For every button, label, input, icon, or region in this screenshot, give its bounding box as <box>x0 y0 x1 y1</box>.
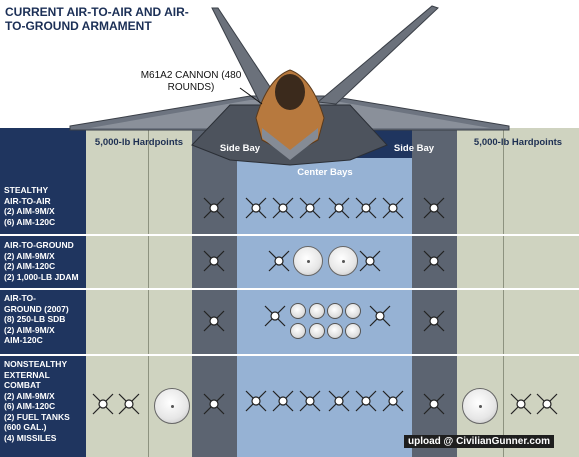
row-label-line: AIR-TO-GROUND <box>4 240 74 250</box>
row-label-line: (6) AIM-120C <box>4 216 56 227</box>
row-label-line: (2) AIM-9M/X <box>4 324 55 335</box>
header-side-bay-right: Side Bay <box>393 143 435 154</box>
missile-icon <box>299 390 321 412</box>
missile-icon <box>118 393 140 415</box>
row-label-line: AIR-TO-AIR <box>4 195 51 206</box>
row-label-line: (8) 250-LB SDB <box>4 314 66 324</box>
right-hardpoint-divider <box>503 128 504 457</box>
row-label-line: (2) 1,000-LB JDAM <box>4 271 79 282</box>
missile-icon <box>423 250 445 272</box>
fuel-tank-icon <box>154 388 190 424</box>
header-side-bay-left: Side Bay <box>219 143 261 154</box>
row-label-nonstealthy-external-combat: NONSTEALTHY EXTERNAL COMBAT (2) AIM-9M/X… <box>4 359 86 443</box>
header-center-bays: Center Bays <box>297 167 353 178</box>
missile-icon <box>268 250 290 272</box>
page-title: CURRENT AIR-TO-AIR AND AIR-TO-GROUND ARM… <box>5 5 189 33</box>
missile-icon <box>423 310 445 332</box>
missile-icon <box>203 310 225 332</box>
row-label-line: COMBAT <box>4 380 41 390</box>
row-label-line: STEALTHY <box>4 185 49 195</box>
row-label-line: NONSTEALTHY <box>4 359 68 369</box>
missile-icon <box>272 390 294 412</box>
missile-icon <box>536 393 558 415</box>
upload-watermark: upload @ CivilianGunner.com <box>404 435 554 448</box>
missile-icon <box>264 305 286 327</box>
cannon-label: M61A2 CANNON (480 ROUNDS) <box>140 70 242 93</box>
row-label-line: (2) FUEL TANKS <box>4 411 70 422</box>
sdb-bomb-icon <box>290 323 306 339</box>
missile-icon <box>299 197 321 219</box>
missile-icon <box>203 250 225 272</box>
jdam-bomb-icon <box>328 246 358 276</box>
row-label-line: AIR-TO- <box>4 293 36 303</box>
missile-icon <box>203 197 225 219</box>
row-label-line: (2) AIM-9M/X <box>4 250 55 261</box>
missile-icon <box>328 197 350 219</box>
row-label-air-to-ground-2007: AIR-TO- GROUND (2007) (8) 250-LB SDB (2)… <box>4 293 86 346</box>
left-panel-navy <box>0 128 86 457</box>
jdam-bomb-icon <box>293 246 323 276</box>
row-label-line: (2) AIM-120C <box>4 261 56 271</box>
missile-icon <box>203 393 225 415</box>
missile-icon <box>92 393 114 415</box>
row-label-air-to-ground: AIR-TO-GROUND (2) AIM-9M/X (2) AIM-120C … <box>4 240 86 282</box>
sdb-bomb-icon <box>309 323 325 339</box>
missile-icon <box>359 250 381 272</box>
missile-icon <box>382 390 404 412</box>
missile-icon <box>245 197 267 219</box>
header-hardpoints-left: 5,000-lb Hardpoints <box>94 137 184 148</box>
missile-icon <box>369 305 391 327</box>
row-separator-2 <box>0 288 579 290</box>
left-hardpoint-divider <box>148 128 149 457</box>
header-hardpoints-right: 5,000-lb Hardpoints <box>473 137 563 148</box>
missile-icon <box>423 393 445 415</box>
row-label-stealthy-air-to-air: STEALTHY AIR-TO-AIR (2) AIM-9M/X (6) AIM… <box>4 185 86 227</box>
sdb-bomb-icon <box>345 303 361 319</box>
missile-icon <box>382 197 404 219</box>
row-label-line: (2) AIM-9M/X <box>4 206 55 216</box>
missile-icon <box>355 197 377 219</box>
sdb-bomb-icon <box>327 303 343 319</box>
row-label-line: EXTERNAL <box>4 369 50 380</box>
missile-icon <box>272 197 294 219</box>
row-label-line: AIM-120C <box>4 335 43 345</box>
row-label-line: GROUND (2007) <box>4 303 69 314</box>
fuel-tank-icon <box>462 388 498 424</box>
row-label-line: (6) AIM-120C <box>4 401 56 411</box>
row-label-line: (600 GAL.) <box>4 422 47 432</box>
sdb-bomb-icon <box>309 303 325 319</box>
missile-icon <box>355 390 377 412</box>
row-label-line: (2) AIM-9M/X <box>4 390 55 401</box>
sdb-bomb-icon <box>327 323 343 339</box>
missile-icon <box>328 390 350 412</box>
row-separator-3 <box>0 354 579 356</box>
missile-icon <box>423 197 445 219</box>
missile-icon <box>510 393 532 415</box>
sdb-bomb-icon <box>345 323 361 339</box>
row-separator-1 <box>0 234 579 236</box>
row-label-line: (4) MISSILES <box>4 432 57 443</box>
f22-aircraft-illustration <box>69 5 510 166</box>
missile-icon <box>245 390 267 412</box>
sdb-bomb-icon <box>290 303 306 319</box>
